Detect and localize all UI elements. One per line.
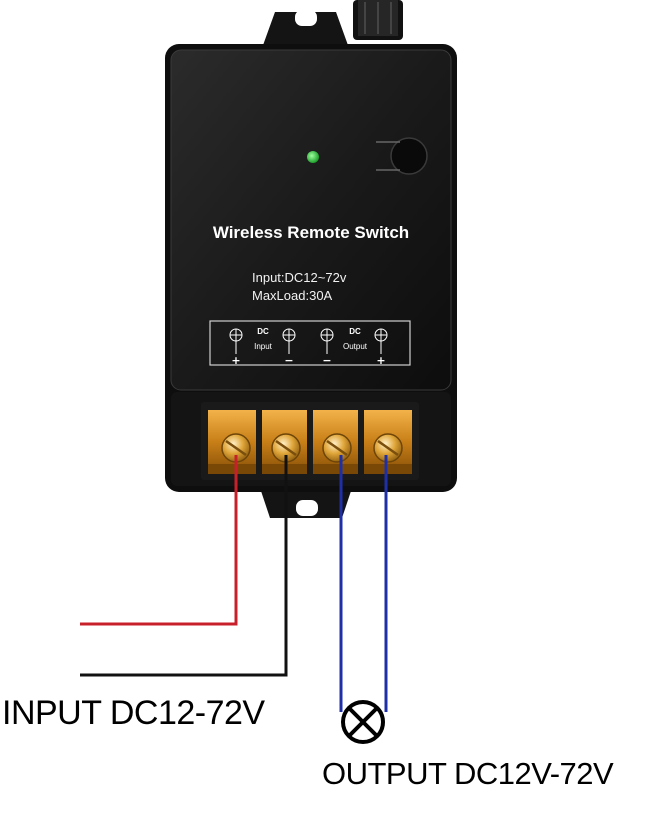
device-title: Wireless Remote Switch xyxy=(213,223,409,242)
terminal-screw-input-positive xyxy=(221,433,251,463)
polarity-mark: + xyxy=(231,354,240,367)
terminal-symbol-input-negative xyxy=(282,328,296,354)
input-group-label-top: DC xyxy=(257,327,269,336)
lamp-icon xyxy=(341,700,385,744)
output-voltage-caption: OUTPUT DC12V-72V xyxy=(322,756,614,791)
negative-input-wire xyxy=(80,455,288,677)
polarity-mark: − xyxy=(284,354,293,367)
input-group-label-bottom: Input xyxy=(254,342,273,351)
polarity-mark: + xyxy=(376,354,385,367)
spec-max-load: MaxLoad:30A xyxy=(252,288,333,303)
terminal-screw-output-negative xyxy=(322,433,352,463)
terminal-screw-output-positive xyxy=(373,433,403,463)
top-mounting-tab xyxy=(262,10,349,48)
terminal-symbol-output-negative xyxy=(320,328,334,354)
spec-input-voltage: Input:DC12~72v xyxy=(252,270,347,285)
polarity-mark: − xyxy=(322,354,331,367)
terminal-screw-input-negative xyxy=(271,433,301,463)
pair-button xyxy=(376,137,428,175)
antenna-connector xyxy=(353,0,403,40)
terminal-symbol-input-positive xyxy=(229,328,243,354)
terminal-label-panel: + − − + DC Input DC Output xyxy=(209,320,411,367)
output-group-label-bottom: Output xyxy=(343,342,368,351)
status-led xyxy=(307,151,319,163)
input-voltage-caption: INPUT DC12-72V xyxy=(2,694,265,732)
positive-input-wire xyxy=(80,455,238,626)
output-group-label-top: DC xyxy=(349,327,361,336)
terminal-symbol-output-positive xyxy=(374,328,388,354)
